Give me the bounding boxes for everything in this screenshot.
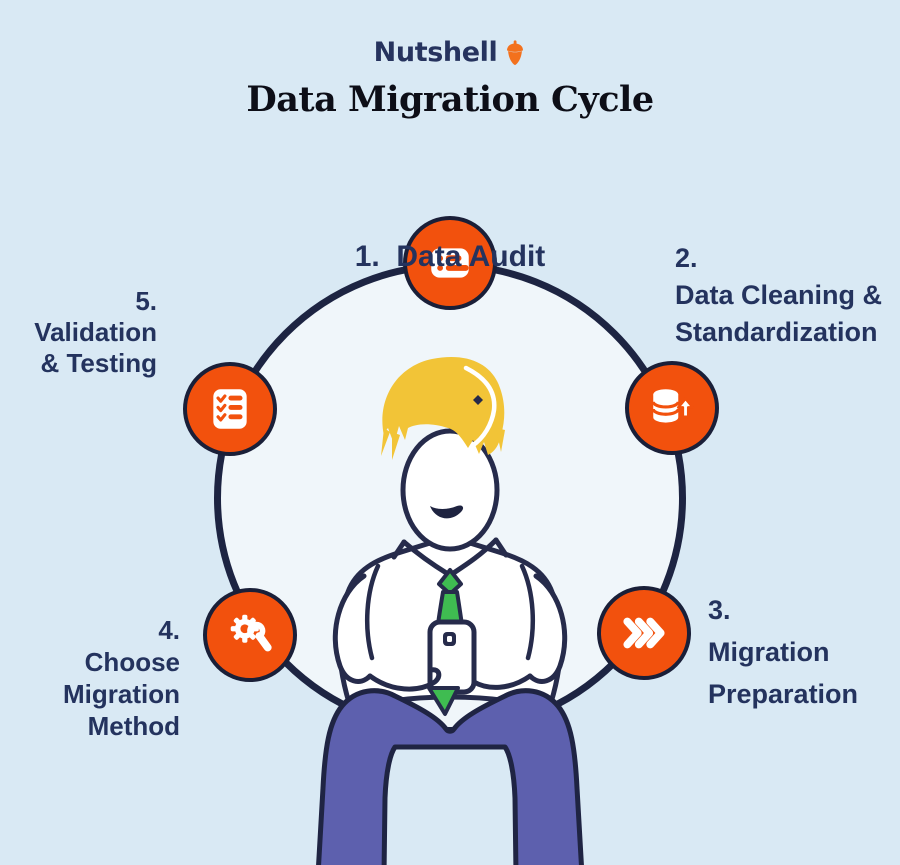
step-label-5: 5. Validation & Testing [34, 286, 157, 378]
pants [316, 688, 584, 865]
right-forearm [471, 673, 533, 690]
step-label-1: 1. Data Audit [354, 240, 546, 273]
hair [381, 357, 505, 460]
checklist-icon [213, 389, 247, 429]
step-badge-3 [597, 586, 691, 680]
page-title: Data Migration Cycle [246, 79, 654, 120]
step-badge-5 [183, 362, 277, 456]
list-icon [431, 248, 469, 278]
step-label-2: 2. Data Cleaning & Standardization [675, 243, 883, 347]
acorn-icon [507, 39, 524, 65]
fast-forward-icon [623, 617, 665, 649]
right-arm-line [519, 563, 536, 661]
database-upload-icon [651, 389, 695, 423]
hair-streak [463, 365, 497, 449]
step-badge-4 [203, 588, 297, 682]
person-illustration [316, 357, 584, 865]
brand-logo: Nutshell [0, 37, 900, 68]
right-arm [527, 573, 568, 684]
brand-logo-text: Nutshell [373, 37, 498, 68]
gear-wrench-icon [230, 614, 272, 652]
collar [391, 537, 509, 577]
left-arm-line [364, 563, 381, 661]
left-arm [332, 573, 373, 684]
face [400, 428, 500, 552]
step-label-3: 3. Migration Preparation [708, 595, 859, 709]
thumb [428, 667, 442, 686]
tie-tip [427, 686, 460, 716]
step-badge-1 [403, 216, 497, 310]
step-label-4: 4. Choose Migration Method [63, 615, 180, 741]
hair-pin [473, 395, 483, 405]
smile [430, 505, 464, 519]
step-badge-2 [625, 361, 719, 455]
